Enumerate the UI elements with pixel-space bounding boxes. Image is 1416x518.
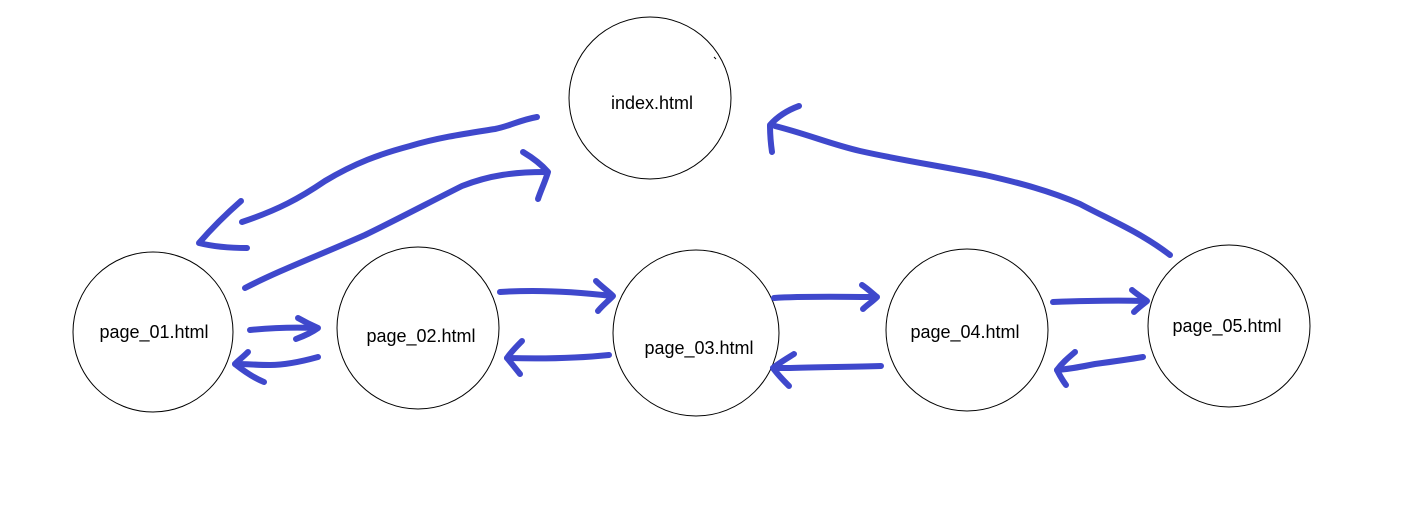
edge-page-03-to-page-04-arrowhead — [859, 282, 880, 312]
node-page-02-circle — [336, 246, 500, 410]
node-page-04-label: page_04.html — [910, 322, 1019, 343]
node-page-03: page_03.html — [612, 249, 780, 417]
edge-page-02-to-page-03-arrowhead — [593, 278, 616, 314]
edge-page-05-to-index-arrowhead — [767, 103, 802, 155]
edge-page-05-to-page-04 — [1054, 354, 1146, 373]
edges — [196, 56, 1173, 389]
edge-index-to-page-01-arrowhead — [196, 198, 250, 251]
edge-page-03-to-page-02 — [504, 352, 612, 362]
edge-page-04-to-page-05 — [1050, 297, 1149, 305]
edge-index-to-page-01 — [239, 114, 540, 225]
edge-page-05-to-index — [772, 123, 1173, 258]
edge-page-01-to-index-arrowhead — [520, 149, 551, 202]
edge-page-01-to-index — [242, 169, 548, 291]
node-page-01: page_01.html — [72, 251, 234, 413]
edge-page-02-to-page-03 — [497, 288, 615, 299]
node-index: index.html — [568, 16, 732, 180]
edge-page-03-to-page-04 — [771, 293, 879, 301]
node-page-04: page_04.html — [885, 248, 1049, 412]
node-index-label: index.html — [611, 93, 693, 113]
edge-page-03-to-page-02-arrowhead — [504, 338, 525, 377]
node-page-02: page_02.html — [336, 246, 500, 410]
node-page-05-circle — [1147, 244, 1311, 408]
node-page-01-label: page_01.html — [99, 322, 208, 343]
edge-page-04-to-page-03-arrowhead — [770, 351, 797, 389]
edge-page-04-to-page-05-arrowhead — [1129, 287, 1150, 315]
node-page-03-circle — [612, 249, 780, 417]
node-index-circle — [568, 16, 732, 180]
node-page-05: page_05.html — [1147, 244, 1311, 408]
edge-page-05-to-page-04-arrowhead — [1054, 349, 1078, 388]
edge-page-02-to-page-01-arrowhead — [232, 349, 267, 385]
edge-page-01-to-page-02 — [247, 324, 319, 333]
node-page-01-circle — [72, 251, 234, 413]
stray-ink-mark — [713, 56, 717, 60]
node-page-04-circle — [885, 248, 1049, 412]
edge-page-02-to-page-01 — [232, 354, 321, 368]
node-page-02-label: page_02.html — [366, 326, 475, 347]
edge-page-01-to-page-02-arrowhead — [293, 315, 321, 342]
edge-page-04-to-page-03 — [770, 363, 884, 371]
node-page-05-label: page_05.html — [1172, 316, 1281, 337]
node-page-03-label: page_03.html — [644, 338, 753, 359]
